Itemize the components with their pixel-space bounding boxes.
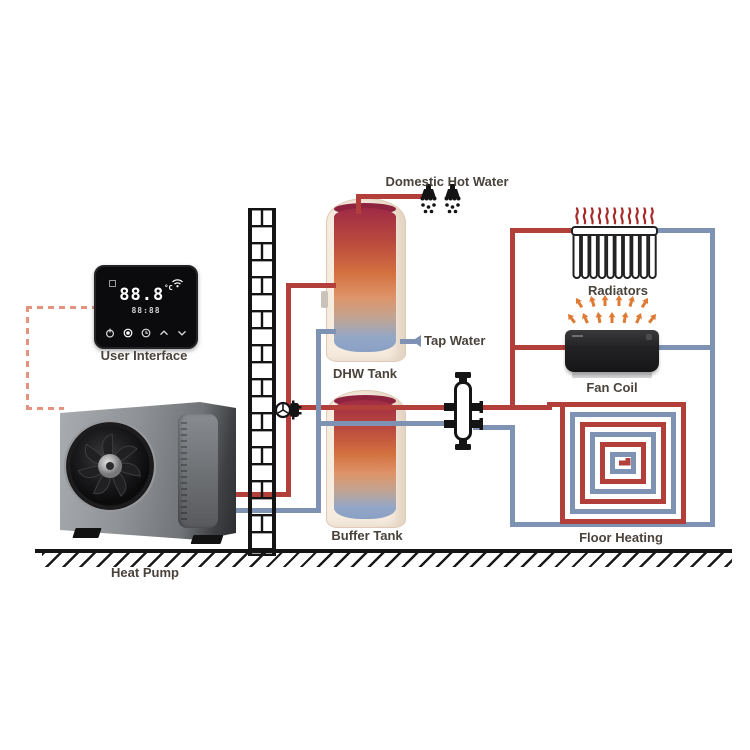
fan-coil-label: Fan Coil bbox=[586, 380, 638, 395]
mode-square-icon bbox=[109, 280, 116, 287]
heat-pump-foot bbox=[190, 535, 224, 544]
ground-hatching bbox=[42, 553, 732, 567]
fan-coil-base bbox=[572, 372, 652, 378]
tap-water-label: Tap Water bbox=[424, 333, 486, 348]
supply-pipe bbox=[286, 283, 291, 497]
timer-icon bbox=[141, 328, 151, 338]
return-pipe bbox=[710, 228, 715, 527]
fan-coil-unit bbox=[565, 330, 659, 372]
heat-pump-vent-slits bbox=[181, 422, 187, 520]
power-icon bbox=[105, 328, 115, 338]
buffer-tank-label: Buffer Tank bbox=[331, 528, 403, 543]
return-pipe bbox=[510, 425, 515, 527]
supply-pipe bbox=[547, 402, 566, 407]
floor-heating-coil bbox=[560, 402, 686, 524]
domestic-hot-water-label: Domestic Hot Water bbox=[385, 174, 509, 189]
return-pipe bbox=[316, 329, 336, 334]
heat-pump-unit bbox=[60, 402, 236, 544]
fan-coil-indicator-icon bbox=[646, 334, 652, 340]
hydraulic-separator bbox=[444, 372, 483, 450]
control-wire-dashed bbox=[26, 306, 96, 309]
down-arrow-icon bbox=[178, 330, 186, 336]
temperature-unit: °C bbox=[164, 284, 173, 292]
radiators-label: Radiators bbox=[588, 283, 648, 298]
return-pipe bbox=[651, 228, 715, 233]
supply-pipe bbox=[510, 228, 580, 233]
fan-coil-heat-arrows bbox=[568, 295, 656, 324]
control-wire-dashed bbox=[26, 407, 64, 410]
return-pipe bbox=[653, 345, 715, 350]
user-interface-label: User Interface bbox=[100, 348, 188, 363]
tap-water-pipe bbox=[400, 339, 416, 344]
dhw-tank-label: DHW Tank bbox=[332, 366, 398, 381]
wifi-icon bbox=[172, 279, 183, 288]
return-pipe bbox=[316, 421, 455, 426]
dhw-tank-water-gradient bbox=[334, 208, 396, 352]
heat-pump-foot bbox=[72, 528, 102, 538]
shower-head-icon bbox=[420, 184, 437, 214]
fan-coil-logo-mark bbox=[572, 335, 583, 337]
dhw-outlet-pipe bbox=[356, 194, 361, 214]
circulation-pump-icon bbox=[274, 400, 302, 420]
floor-heating-label: Floor Heating bbox=[579, 530, 663, 545]
supply-pipe bbox=[286, 283, 336, 288]
temperature-display: 88.8°C bbox=[119, 284, 173, 305]
supply-pipe bbox=[510, 228, 515, 410]
dhw-tank-sensor-pocket bbox=[321, 291, 328, 308]
tap-water-arrow-icon bbox=[412, 335, 421, 347]
brick-wall bbox=[248, 208, 276, 556]
radiator-fins bbox=[572, 232, 657, 279]
mode-dot-icon bbox=[123, 328, 133, 338]
heat-arrow-icon bbox=[568, 295, 656, 324]
supply-pipe bbox=[286, 405, 455, 410]
return-pipe bbox=[510, 522, 715, 527]
return-pipe bbox=[473, 425, 515, 430]
control-wire-dashed bbox=[26, 306, 29, 410]
supply-pipe bbox=[510, 345, 572, 350]
heat-wave-icon bbox=[575, 207, 654, 225]
ground-line bbox=[35, 549, 732, 553]
heat-pump-fan bbox=[63, 419, 157, 513]
heat-pump-side-panel bbox=[178, 414, 218, 528]
time-display: 88:88 bbox=[131, 306, 161, 315]
radiator-header bbox=[571, 226, 658, 236]
radiator bbox=[571, 207, 658, 279]
thermostat: 88.8°C 88:88 bbox=[94, 265, 198, 349]
heat-pump-label: Heat Pump bbox=[111, 565, 179, 580]
thermostat-buttons bbox=[96, 328, 196, 338]
dhw-outlet-pipe bbox=[356, 194, 430, 199]
shower-head-icon bbox=[444, 184, 461, 214]
buffer-tank-water-gradient bbox=[334, 400, 396, 519]
up-arrow-icon bbox=[160, 330, 168, 336]
